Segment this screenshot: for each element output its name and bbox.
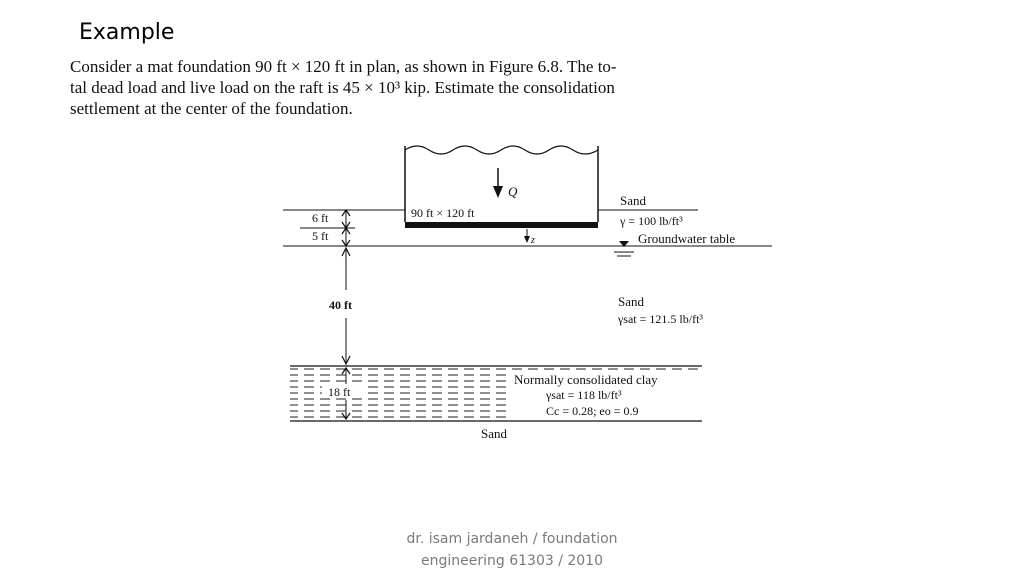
clay-label: Normally consolidated clay: [514, 372, 658, 387]
gamma-sat-clay: γsat = 118 lb/ft³: [545, 388, 622, 402]
gamma-top: γ = 100 lb/ft³: [619, 214, 683, 228]
problem-line-1: Consider a mat foundation 90 ft × 120 ft…: [70, 57, 617, 76]
building: [404, 145, 599, 222]
groundwater-symbol: [614, 241, 634, 257]
problem-statement: Consider a mat foundation 90 ft × 120 ft…: [70, 56, 830, 119]
layer-sand-bottom: Sand: [481, 426, 508, 441]
slide-footer: dr. isam jardaneh / foundation engineeri…: [370, 528, 654, 572]
footer-line-2: engineering 61303 / 2010: [421, 553, 603, 569]
dim-40ft: 40 ft: [329, 298, 352, 312]
dim-18ft: 18 ft: [328, 385, 351, 399]
z-label: z: [530, 235, 535, 246]
footer-line-1: dr. isam jardaneh / foundation: [406, 531, 618, 547]
load-label: Q: [508, 184, 518, 199]
slide-title: Example: [79, 20, 175, 45]
raft-slab: [405, 222, 598, 228]
raft-label: 90 ft × 120 ft: [411, 206, 475, 220]
gamma-sat-mid: γsat = 121.5 lb/ft³: [617, 312, 703, 326]
groundwater-label: Groundwater table: [638, 231, 735, 246]
clay-text-mask: [512, 371, 700, 419]
problem-line-3: settlement at the center of the foundati…: [70, 99, 353, 118]
dim-5ft: 5 ft: [312, 229, 329, 243]
clay-params: Cc = 0.28; eo = 0.9: [546, 404, 639, 418]
layer-sand-top: Sand: [620, 193, 647, 208]
load-arrow: [493, 168, 503, 198]
problem-line-2: tal dead load and live load on the raft …: [70, 78, 615, 97]
layer-sand-mid: Sand: [618, 294, 645, 309]
dim-6ft: 6 ft: [312, 211, 329, 225]
